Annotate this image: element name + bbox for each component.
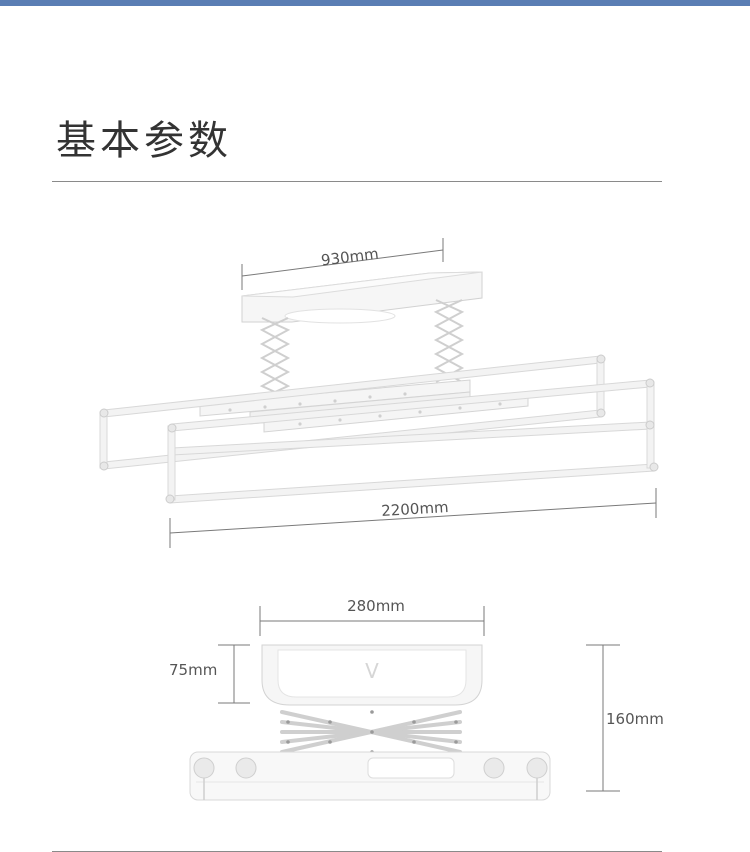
isometric-view: 930mm xyxy=(99,238,659,548)
dimension-label-160: 160mm xyxy=(606,710,664,728)
brand-logo: V xyxy=(365,659,379,683)
end-hooks xyxy=(203,778,538,800)
page-title: 基本参数 xyxy=(56,118,232,164)
dimension-label-75: 75mm xyxy=(169,661,217,679)
dimension-160 xyxy=(586,644,620,792)
dimension-930 xyxy=(241,238,444,290)
dimension-75 xyxy=(218,644,250,704)
front-view: 280mm 75mm 160mm V xyxy=(169,597,664,801)
scissor-arm-right xyxy=(433,299,465,383)
dimension-2200 xyxy=(169,488,657,548)
rod-knobs xyxy=(193,757,548,779)
dimension-label-2200: 2200mm xyxy=(381,498,449,520)
ceiling-unit xyxy=(241,271,483,324)
scissor-arm-left xyxy=(259,317,291,399)
rod-end-caps xyxy=(99,354,659,504)
dimension-280 xyxy=(259,606,485,636)
dimension-label-280: 280mm xyxy=(347,597,405,615)
top-accent-bar xyxy=(0,0,750,6)
dimension-label-930: 930mm xyxy=(320,245,380,270)
motor-box xyxy=(261,644,483,706)
bottom-bar xyxy=(189,751,551,801)
drying-rods xyxy=(99,355,655,504)
title-divider xyxy=(52,181,662,182)
